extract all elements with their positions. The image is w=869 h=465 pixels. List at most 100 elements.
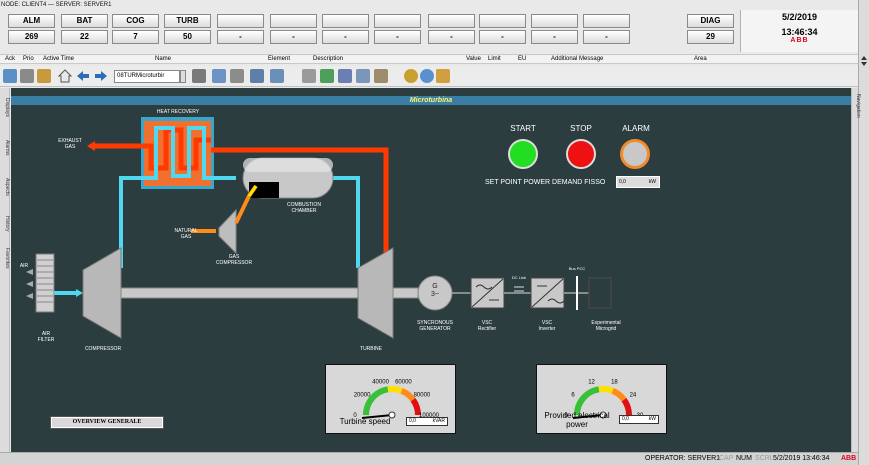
system-button-empty-4[interactable] xyxy=(217,14,264,28)
info-icon[interactable] xyxy=(420,69,434,83)
view-icon[interactable] xyxy=(212,69,226,83)
start-button[interactable] xyxy=(508,139,538,169)
window-scrollbar[interactable] xyxy=(858,0,869,465)
help-icon[interactable] xyxy=(404,69,418,83)
process-display: Microturbina xyxy=(11,88,851,452)
system-button-alm[interactable]: ALM xyxy=(8,14,55,28)
electrical-power-gauge-tick-label: 18 xyxy=(611,380,618,386)
turbine-speed-gauge-tick-label: 60000 xyxy=(395,380,412,386)
system-button-empty-7[interactable] xyxy=(374,14,421,28)
generator-symbol: G 3~ xyxy=(423,283,447,299)
display-select[interactable]: 08TURMicroturbir xyxy=(114,70,180,83)
turbine-speed-gauge-tick-label: 40000 xyxy=(372,380,389,386)
operator-status: OPERATOR: SERVER1 xyxy=(645,453,720,465)
system-count-turb: 50 xyxy=(164,30,211,44)
turbine-speed-title: Turbine speed xyxy=(330,417,400,426)
alarm-column-header[interactable]: Name xyxy=(155,55,171,64)
side-tab-displays[interactable]: Displays xyxy=(0,98,10,117)
set-point-input[interactable]: 0,0 kW xyxy=(616,176,660,188)
status-datetime: 5/2/2019 13:46:34 xyxy=(773,453,829,465)
alarm-list-icon[interactable] xyxy=(338,69,352,83)
hierarchy-icon[interactable] xyxy=(270,69,284,83)
datetime-panel: 5/2/2019 13:46:34 ABB xyxy=(740,10,858,52)
tab-navigation[interactable]: Navigation xyxy=(851,94,861,118)
back-arrow-icon[interactable] xyxy=(76,69,90,83)
system-button-bat[interactable]: BAT xyxy=(61,14,108,28)
sync-generator-label: SYNCRONOUS GENERATOR xyxy=(407,320,463,332)
system-count-empty-7: - xyxy=(374,30,421,44)
alarm-column-header[interactable]: Area xyxy=(694,55,707,64)
system-button-empty-5[interactable] xyxy=(270,14,317,28)
electrical-power-value: 0,0 xyxy=(622,416,629,422)
alarm-column-header[interactable]: Description xyxy=(313,55,343,64)
set-point-unit: kW xyxy=(649,177,656,187)
navigation-strip: Navigation xyxy=(851,88,858,452)
system-count-empty-10: - xyxy=(531,30,578,44)
scroll-down-icon[interactable] xyxy=(861,62,867,66)
forward-arrow-icon[interactable] xyxy=(94,69,108,83)
system-count-empty-9: - xyxy=(479,30,526,44)
chevron-down-icon[interactable] xyxy=(180,70,186,83)
exhaust-arrow-icon xyxy=(87,141,95,151)
date-text: 5/2/2019 xyxy=(741,12,858,22)
alarm-column-header[interactable]: Value xyxy=(466,55,481,64)
system-button-empty-8[interactable] xyxy=(428,14,475,28)
side-tab-alarms[interactable]: Alarms xyxy=(0,140,10,156)
vsc-inverter-label: VSC Inverter xyxy=(527,320,567,332)
overview-generale-button[interactable]: OVERVIEW GENERALE xyxy=(51,417,163,428)
home-icon[interactable] xyxy=(58,69,72,83)
print-icon[interactable] xyxy=(20,69,34,83)
system-button-cog[interactable]: COG xyxy=(112,14,159,28)
alarm-column-header[interactable]: Limit xyxy=(488,55,501,64)
alarm-column-header[interactable]: EU xyxy=(518,55,526,64)
lock-icon[interactable] xyxy=(230,69,244,83)
experimental-microgrid xyxy=(589,278,611,308)
event-list-icon[interactable] xyxy=(356,69,370,83)
side-tab-aspects[interactable]: Aspects xyxy=(0,178,10,196)
turbine-shaft xyxy=(121,288,358,298)
turbine-speed-unit: kVAR xyxy=(433,418,445,425)
system-button-turb[interactable]: TURB xyxy=(164,14,211,28)
alarm-column-header[interactable]: Additional Message xyxy=(551,55,603,64)
system-count-empty-6: - xyxy=(322,30,369,44)
turbine-label: TURBINE xyxy=(346,346,396,352)
system-button-diag[interactable]: DIAG xyxy=(687,14,734,28)
network-icon[interactable] xyxy=(250,69,264,83)
system-count-empty-4: - xyxy=(217,30,264,44)
electrical-power-gauge-band xyxy=(613,391,624,400)
system-button-empty-10[interactable] xyxy=(531,14,578,28)
folder-icon[interactable] xyxy=(37,69,51,83)
num-indicator: NUM xyxy=(736,453,752,465)
status-bar: OPERATOR: SERVER1 CAP NUM SCRL 5/2/2019 … xyxy=(0,452,858,465)
system-button-empty-11[interactable] xyxy=(583,14,630,28)
alarm-column-header[interactable]: Ack xyxy=(5,55,15,64)
navigate-icon[interactable] xyxy=(3,69,17,83)
search-icon[interactable] xyxy=(302,69,316,83)
message-icon[interactable] xyxy=(436,69,450,83)
scroll-up-icon[interactable] xyxy=(861,56,867,60)
gas-compressor-label: GAS COMPRESSOR xyxy=(209,254,259,266)
status-abb-logo: ABB xyxy=(841,453,856,465)
time-text: 13:46:34 xyxy=(741,27,858,37)
settings-icon[interactable] xyxy=(374,69,388,83)
system-count-empty-11: - xyxy=(583,30,630,44)
natural-gas-label: NATURAL GAS xyxy=(171,228,201,240)
trend-icon[interactable] xyxy=(320,69,334,83)
electrical-power-unit: kW xyxy=(649,416,656,423)
system-button-empty-6[interactable] xyxy=(322,14,369,28)
electrical-power-title: Provided electrical power xyxy=(539,411,615,429)
alarm-label: ALARM xyxy=(614,124,658,133)
pin-icon[interactable] xyxy=(192,69,206,83)
alarm-column-header[interactable]: Active Time xyxy=(43,55,74,64)
scroll-indicator: SCRL xyxy=(755,453,774,465)
alarm-column-header[interactable]: Prio xyxy=(23,55,34,64)
side-tab-history[interactable]: History xyxy=(0,216,10,232)
electrical-power-gauge-tick-label: 6 xyxy=(571,392,575,398)
stop-label: STOP xyxy=(559,124,603,133)
stop-button[interactable] xyxy=(566,139,596,169)
heat-recovery-label: HEAT RECOVERY xyxy=(145,109,211,115)
alarm-column-header[interactable]: Element xyxy=(268,55,290,64)
turbine-speed-gauge: 020000400006000080000100000 Turbine spee… xyxy=(325,364,456,434)
side-tab-favorites[interactable]: Favorites xyxy=(0,248,10,269)
system-button-empty-9[interactable] xyxy=(479,14,526,28)
